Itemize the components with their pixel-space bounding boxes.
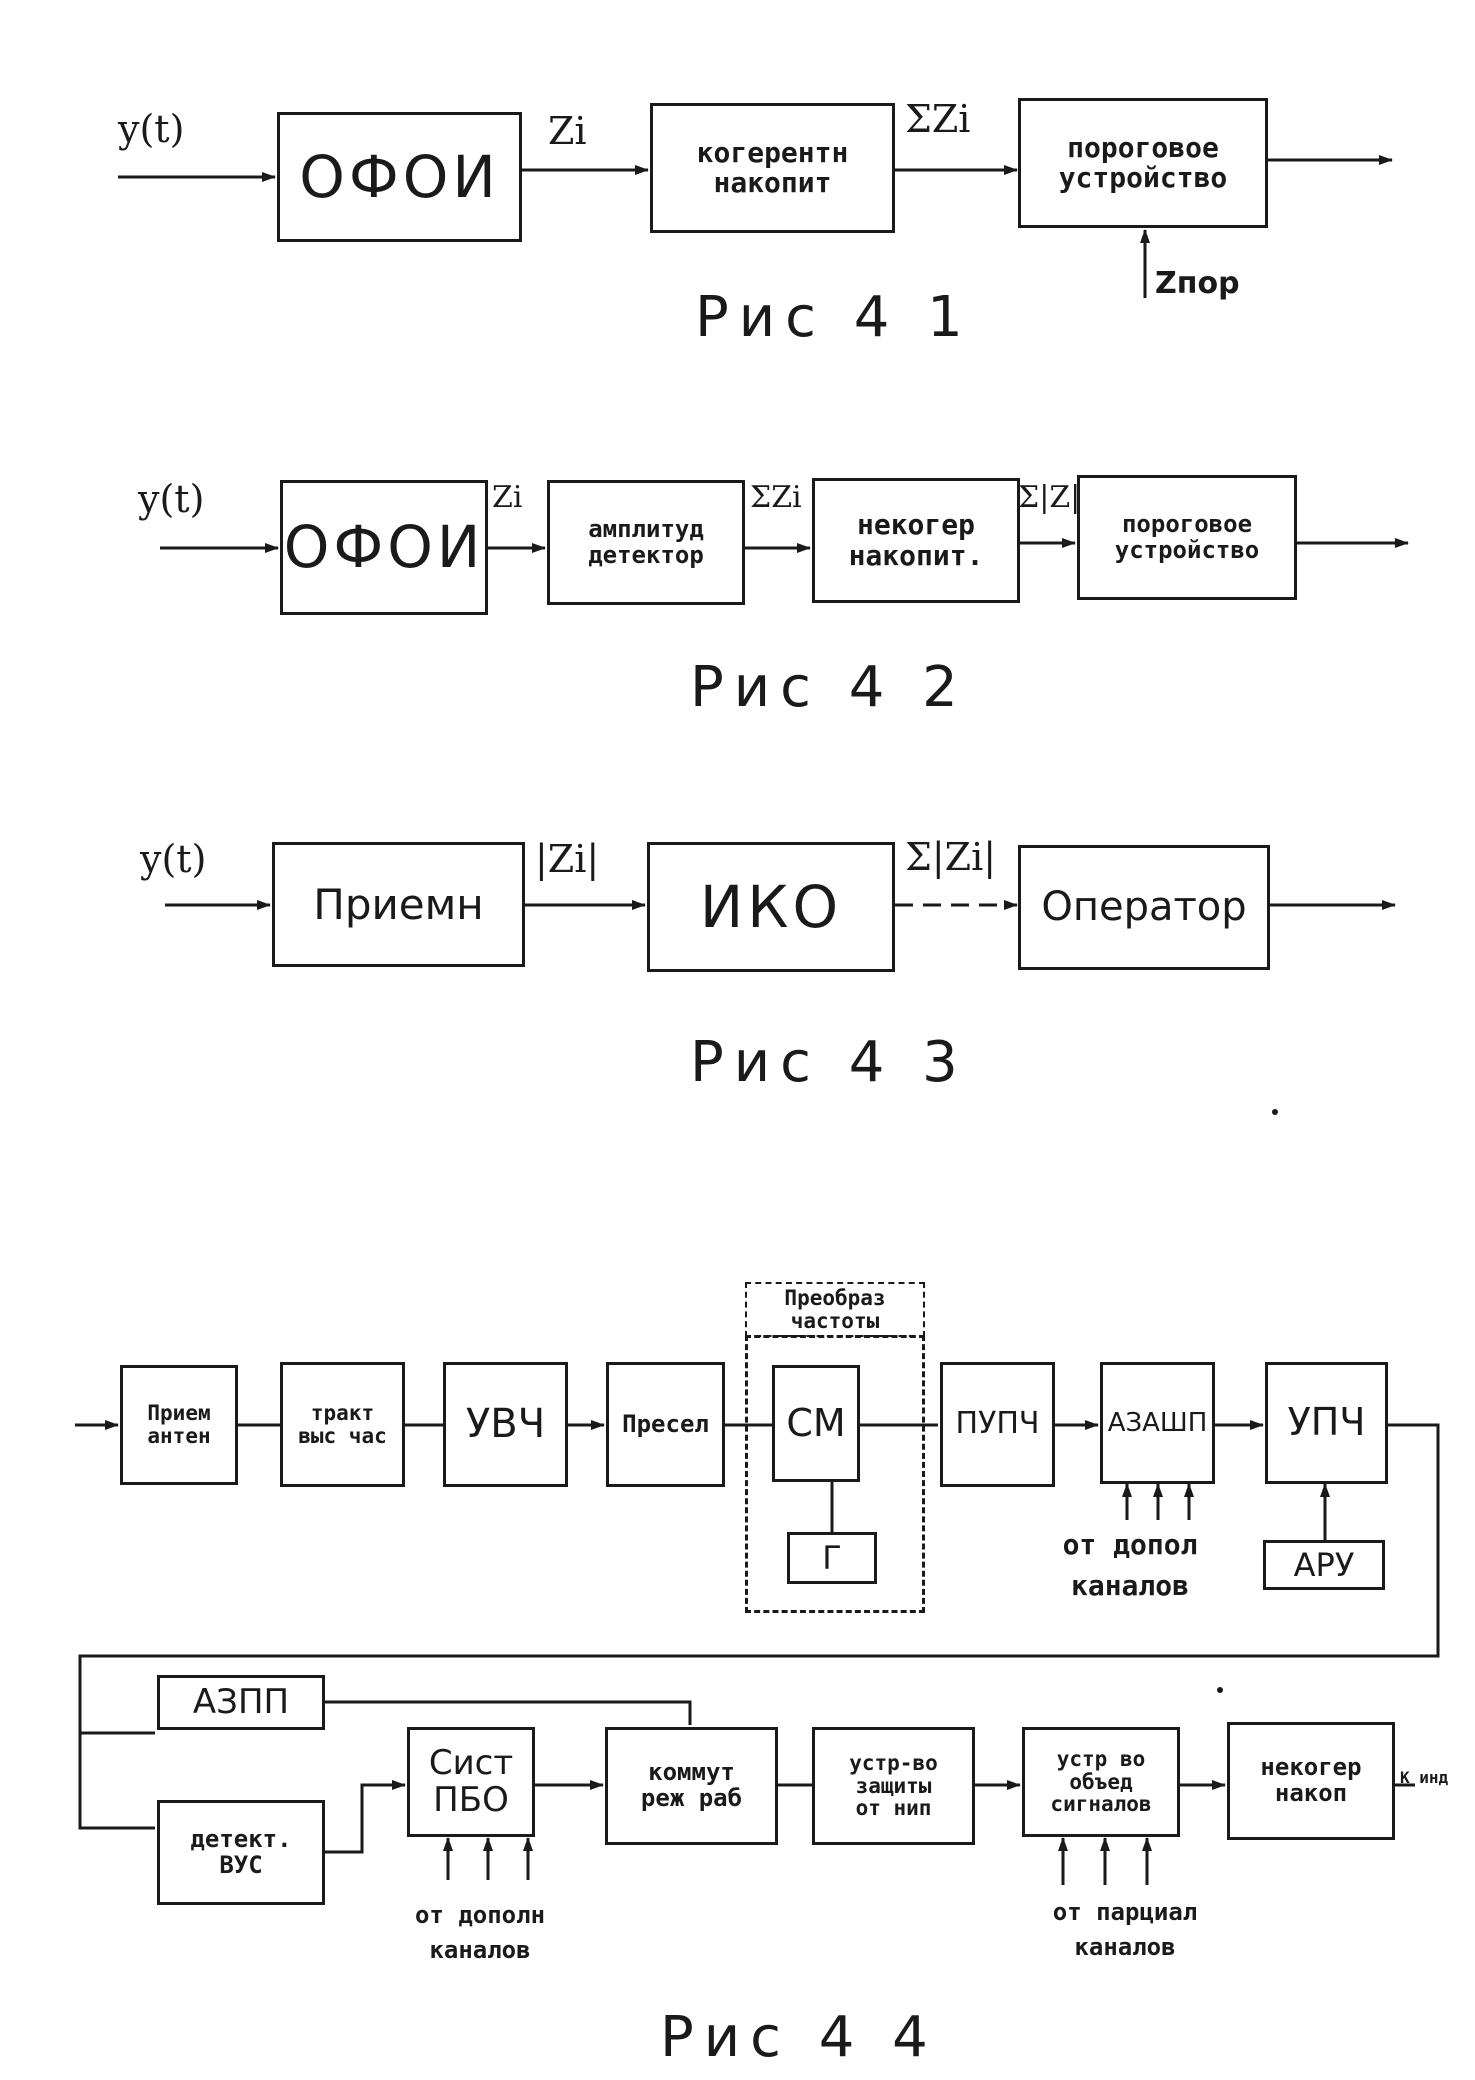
fig44-vus-line1: детект. <box>190 1824 292 1853</box>
fig44-pbo-note-line1: от дополн <box>414 1901 546 1929</box>
fig44-upch-block: УПЧ <box>1265 1362 1388 1484</box>
fig42-threshold-line1: пороговое <box>1121 509 1253 538</box>
fig41-threshold-line1: пороговое <box>1067 130 1219 164</box>
fig44-hf-path-line1: тракт <box>310 1400 375 1425</box>
fig44-pupch-label: ПУПЧ <box>955 1406 1040 1442</box>
fig44-output-label: К инд <box>1400 1768 1449 1787</box>
fig41-coherent-accumulator-block: когерентн накопит <box>650 103 895 233</box>
fig42-amplitude-detector-block: амплитуд детектор <box>547 480 745 605</box>
fig44-preselector-label: Пресел <box>622 1409 709 1438</box>
fig44-combiner-note-line1: от парциал <box>1052 1898 1198 1926</box>
fig44-converter-line2: частоты <box>790 1308 880 1333</box>
fig44-generator-label: Г <box>822 1538 842 1577</box>
fig43-receiver-block: Приемн <box>272 842 525 967</box>
fig42-amp-line1: амплитуд <box>588 514 704 543</box>
fig44-caption: Рис 4 4 <box>660 2005 938 2070</box>
fig41-coherent-line2: накопит <box>713 166 832 199</box>
fig43-iko-label: ИКО <box>699 872 843 941</box>
fig41-input-label: y(t) <box>118 107 185 151</box>
fig44-pupch-block: ПУПЧ <box>940 1362 1055 1487</box>
fig44-mode-switch-line1: коммут <box>648 1758 735 1787</box>
fig44-noncoh-line2: накоп <box>1274 1779 1348 1807</box>
fig42-zi-label: Zi <box>492 480 523 515</box>
fig43-receiver-label: Приемн <box>313 879 484 929</box>
fig44-combiner-note-line2: каналов <box>1074 1932 1176 1961</box>
fig44-combiner-note: от парциал каналов <box>1005 1895 1245 1965</box>
fig44-frequency-converter-title: Преобраз частоты <box>745 1282 925 1337</box>
fig44-azashp-label: АЗАШП <box>1107 1407 1208 1438</box>
fig44-uvch-label: УВЧ <box>465 1400 546 1447</box>
fig44-hf-path-block: тракт выс час <box>280 1362 405 1487</box>
fig44-uvch-block: УВЧ <box>443 1362 568 1487</box>
fig44-mode-switch-line2: реж раб <box>640 1784 743 1812</box>
fig42-noncoherent-accumulator-block: некогер накопит. <box>812 478 1020 603</box>
fig43-iko-block: ИКО <box>647 842 895 972</box>
fig44-azashp-note-line2: каналов <box>1070 1568 1189 1602</box>
fig44-noncoherent-accumulator-block: некогер накоп <box>1227 1722 1395 1840</box>
fig44-nip-protection-block: устр-во защиты от нип <box>812 1727 975 1845</box>
fig44-mixer-block: СМ <box>772 1365 860 1482</box>
fig44-vus-detector-block: детект. ВУС <box>157 1800 325 1905</box>
fig44-combiner-line2: объед <box>1069 1769 1133 1794</box>
fig44-combiner-line3: сигналов <box>1050 1792 1152 1817</box>
fig44-combiner-line1: устр во <box>1056 1746 1146 1771</box>
fig44-azashp-block: АЗАШП <box>1100 1362 1215 1484</box>
fig41-caption: Рис 4 1 <box>695 285 973 350</box>
fig41-ofoi-block: ОФОИ <box>277 112 522 242</box>
fig44-pbo-note-line2: каналов <box>429 1935 531 1964</box>
fig42-amp-line2: детектор <box>588 540 704 569</box>
fig42-threshold-device-block: пороговое устройство <box>1077 475 1297 600</box>
fig42-input-label: y(t) <box>138 477 205 521</box>
fig41-ofoi-label: ОФОИ <box>299 142 500 211</box>
fig44-pbo-system-block: Сист ПБО <box>407 1727 535 1837</box>
fig44-antenna-receiver-block: Прием антен <box>120 1365 238 1485</box>
fig42-noncoh-line1: некогер <box>856 508 975 542</box>
fig44-generator-block: Г <box>787 1532 877 1584</box>
fig41-sum-zi-label: ΣZi <box>905 97 971 141</box>
fig42-sum-abs-z-label: Σ|Z| <box>1018 480 1081 515</box>
fig44-vus-line2: ВУС <box>219 1850 263 1879</box>
fig44-pbo-line2: ПБО <box>433 1780 509 1820</box>
fig41-threshold-line2: устройство <box>1058 161 1228 194</box>
fig43-operator-label: Оператор <box>1041 883 1247 930</box>
fig44-antenna-line1: Прием <box>147 1401 211 1426</box>
fig44-upch-label: УПЧ <box>1287 1400 1366 1445</box>
fig43-operator-block: Оператор <box>1018 845 1270 970</box>
fig43-abs-zi-label: |Zi| <box>535 837 600 881</box>
fig43-input-label: y(t) <box>140 837 207 881</box>
fig43-caption: Рис 4 3 <box>690 1030 968 1095</box>
fig44-noncoh-line1: некогер <box>1260 1753 1362 1782</box>
fig41-zpor-label: Zпор <box>1155 266 1240 301</box>
fig44-mode-switch-block: коммут реж раб <box>605 1727 778 1845</box>
fig44-aru-label: АРУ <box>1293 1545 1355 1584</box>
fig44-azashp-note: от допол каналов <box>1025 1525 1235 1606</box>
fig44-converter-line1: Преобраз <box>784 1285 886 1310</box>
fig44-signal-combiner-block: устр во объед сигналов <box>1022 1727 1180 1837</box>
fig41-zi-label: Zi <box>548 109 587 153</box>
fig44-azpp-label: АЗПП <box>192 1682 290 1723</box>
fig44-antenna-line2: антен <box>147 1424 211 1448</box>
fig44-preselector-block: Пресел <box>606 1362 725 1487</box>
fig42-ofoi-label: ОФОИ <box>283 513 485 582</box>
fig41-coherent-line1: когерентн <box>696 135 849 169</box>
fig44-nip-line3: от нип <box>855 1796 932 1821</box>
fig44-aru-block: АРУ <box>1263 1540 1385 1590</box>
fig41-threshold-device-block: пороговое устройство <box>1018 98 1268 228</box>
fig44-pbo-note: от дополн каналов <box>370 1898 590 1968</box>
fig44-nip-line2: защиты <box>855 1773 932 1798</box>
fig44-nip-line1: устр-во <box>849 1750 938 1775</box>
fig44-azashp-note-line1: от допол <box>1062 1528 1198 1561</box>
fig44-azpp-block: АЗПП <box>157 1675 325 1730</box>
fig42-sum-zi-label: ΣZi <box>750 480 802 515</box>
fig44-mixer-label: СМ <box>786 1400 846 1445</box>
fig42-ofoi-block: ОФОИ <box>280 480 488 615</box>
fig42-threshold-line2: устройство <box>1114 535 1260 564</box>
fig42-noncoh-line2: накопит. <box>848 538 984 572</box>
fig44-hf-path-line2: выс час <box>298 1423 387 1448</box>
fig44-pbo-line1: Сист <box>428 1743 514 1784</box>
fig43-sum-abs-zi-label: Σ|Zi| <box>905 835 997 879</box>
fig42-caption: Рис 4 2 <box>690 655 968 720</box>
